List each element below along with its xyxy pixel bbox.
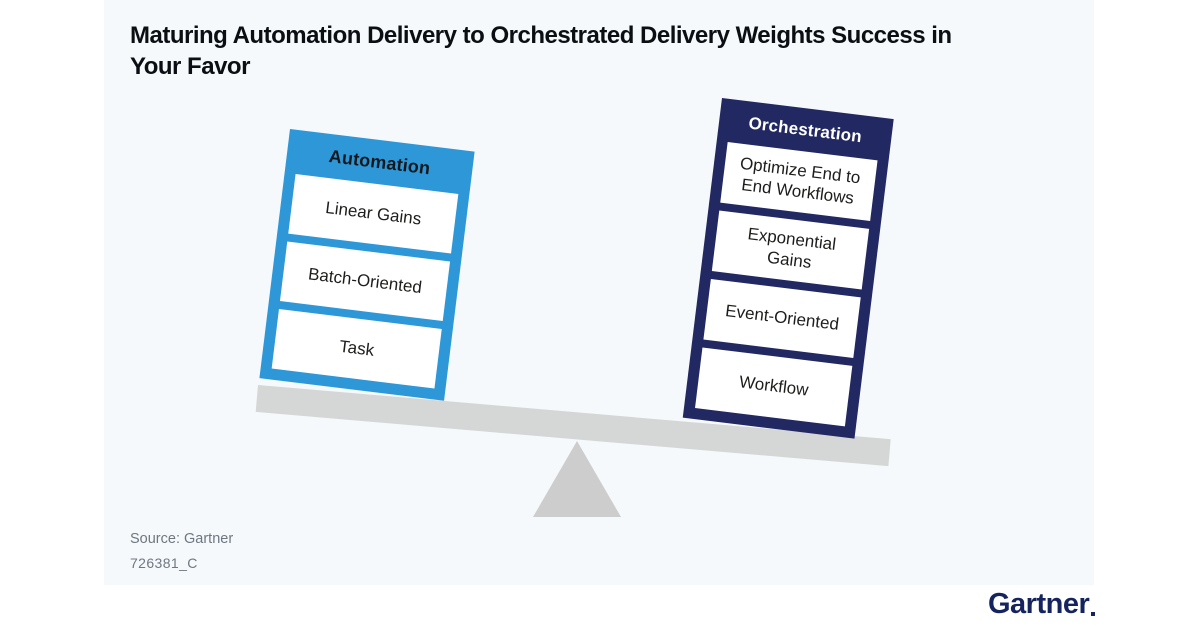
orchestration-item-workflow: Workflow [695, 347, 853, 427]
automation-item-batch-oriented: Batch-Oriented [279, 241, 451, 322]
registered-trademark-icon [1091, 612, 1096, 616]
orchestration-item-optimize-workflows: Optimize End to End Workflows [720, 142, 878, 221]
orchestration-item-exponential-gains: Exponential Gains [711, 210, 870, 290]
source-attribution: Source: Gartner [130, 531, 234, 547]
document-id: 726381_C [130, 555, 198, 571]
seesaw-fulcrum [533, 441, 621, 517]
orchestration-item-event-oriented: Event-Oriented [703, 278, 861, 358]
page-title: Maturing Automation Delivery to Orchestr… [130, 20, 1090, 82]
automation-item-task: Task [271, 308, 442, 389]
gartner-logo-text: Gartner [988, 588, 1090, 620]
page-title-line2: Your Favor [130, 53, 250, 80]
page-title-line1: Maturing Automation Delivery to Orchestr… [130, 22, 952, 49]
automation-box: Automation Linear Gains Batch-Oriented T… [259, 129, 475, 401]
gartner-logo: Gartner [988, 588, 1096, 621]
automation-item-linear-gains: Linear Gains [288, 174, 459, 254]
